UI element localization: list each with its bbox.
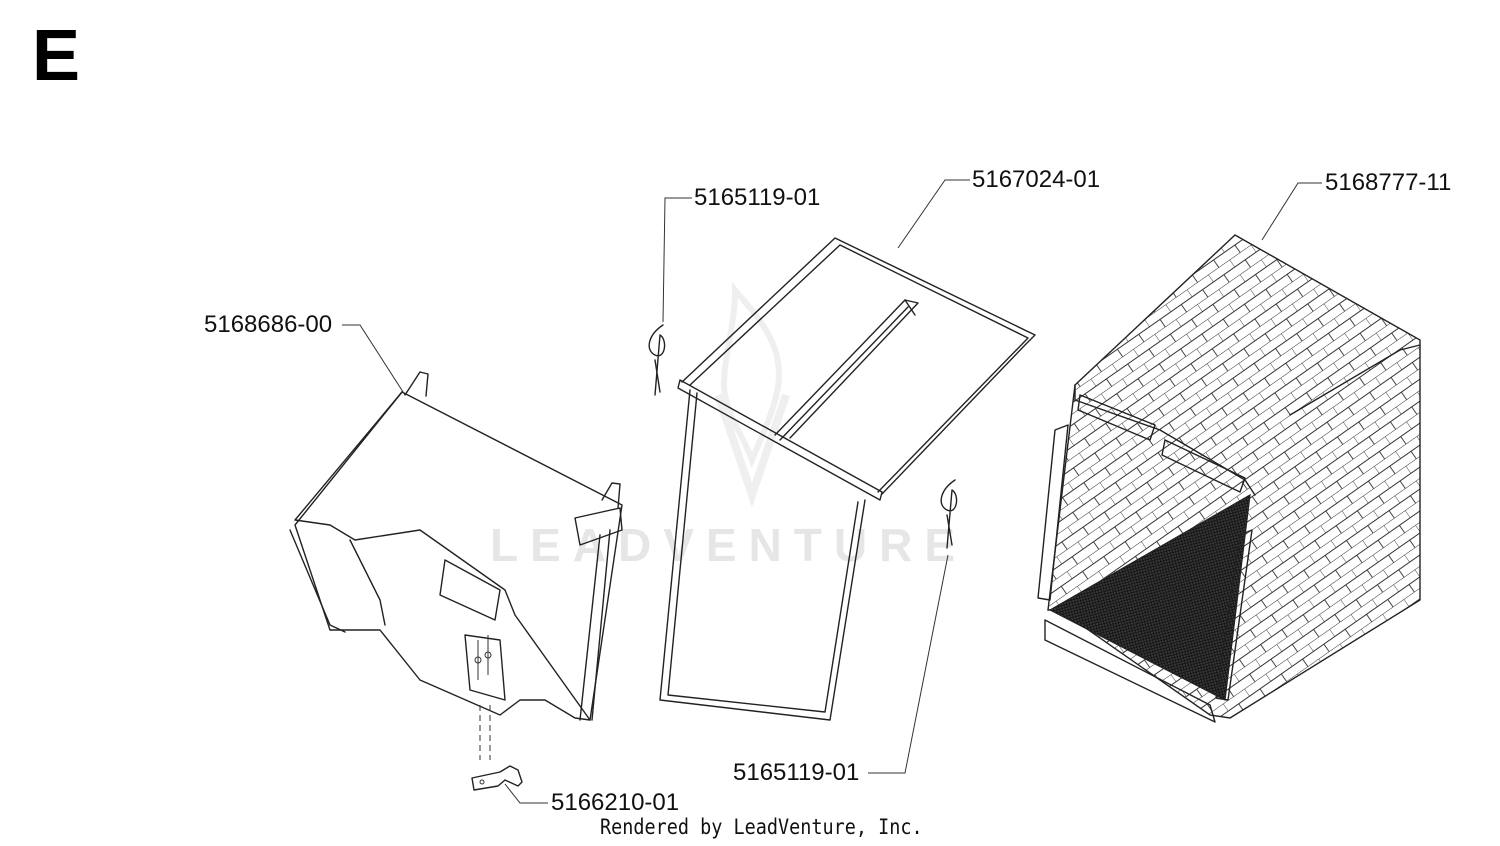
clip-top-drawing (648, 324, 666, 396)
part-label-bag[interactable]: 5168777-11 (1325, 169, 1452, 196)
watermark: LEADVENTURE (490, 519, 968, 571)
part-label-bracket[interactable]: 5166210-01 (551, 789, 680, 816)
part-label-clip-bottom[interactable]: 5165119-01 (733, 759, 860, 786)
clip-bottom-drawing (940, 479, 958, 549)
chute-drawing (289, 371, 623, 760)
bracket-drawing (471, 765, 523, 791)
footer-credit: Rendered by LeadVenture, Inc. (600, 815, 923, 839)
watermark-logo (714, 281, 790, 508)
part-label-chute[interactable]: 5168686-00 (204, 311, 333, 338)
part-label-clip-top[interactable]: 5165119-01 (694, 184, 821, 211)
section-letter: E (32, 16, 81, 96)
frame-drawing (659, 237, 1036, 721)
part-label-frame[interactable]: 5167024-01 (972, 166, 1101, 193)
leader-lines (342, 179, 1322, 804)
bag-drawing (1037, 234, 1421, 723)
